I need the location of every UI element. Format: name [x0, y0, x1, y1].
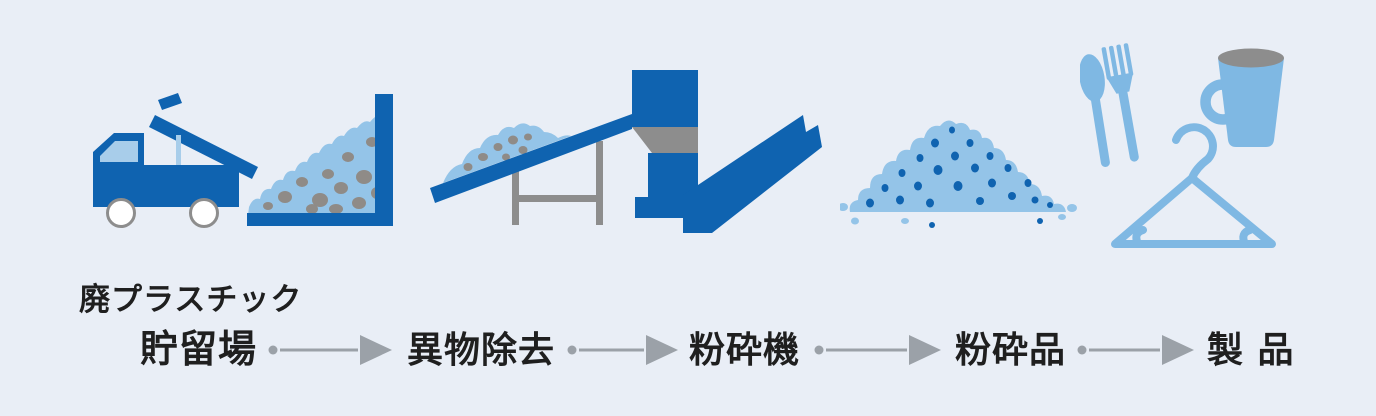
step-label-storage-line1: 廃プラスチック — [79, 282, 303, 318]
crushed-plastic-illustration — [840, 120, 1077, 228]
flow-arrow-1 — [268, 335, 392, 365]
flow-arrow-4 — [1077, 335, 1194, 365]
support-frame-icon — [512, 141, 603, 225]
step-label-crusher: 粉砕機 — [689, 330, 801, 371]
spoon-icon — [1080, 54, 1110, 167]
stray-flakes — [840, 203, 1077, 225]
crusher-grinder — [632, 127, 698, 153]
storage-illustration — [93, 93, 393, 228]
dump-truck-icon — [93, 93, 258, 228]
mug-opening — [1218, 48, 1284, 68]
truck-wheel — [189, 198, 219, 228]
removal-crusher-illustration — [430, 70, 822, 233]
inclined-conveyor-icon — [430, 114, 632, 203]
arrow-head — [646, 335, 678, 365]
crusher-chute — [648, 153, 698, 197]
fork-icon — [1101, 43, 1139, 162]
crushed-plastic-pile-icon — [840, 120, 1077, 228]
step-label-crushed-product: 粉砕品 — [955, 330, 1067, 371]
arrow-dot — [814, 345, 824, 355]
arrow-head — [360, 335, 392, 365]
arrow-head — [1162, 335, 1194, 365]
arrow-head — [909, 335, 941, 365]
arrow-dot — [567, 345, 577, 355]
waste-plastic-pile-icon — [248, 111, 393, 215]
plastic-flecks — [866, 126, 1053, 228]
flow-arrow-3 — [814, 335, 941, 365]
retaining-wall-icon — [247, 94, 393, 226]
arrow-dot — [1077, 345, 1087, 355]
products-illustration — [1080, 43, 1284, 248]
flow-arrow-2 — [567, 335, 678, 365]
step-label-storage-line2: 貯留場 — [140, 327, 258, 371]
hanger-icon — [1111, 123, 1276, 248]
step-label-product: 製 品 — [1207, 330, 1295, 371]
discharge-conveyor-icon — [683, 115, 822, 233]
truck-wheel — [106, 198, 136, 228]
mug-icon — [1200, 48, 1284, 147]
step-label-foreign-matter-removal: 異物除去 — [407, 330, 556, 371]
crusher-hopper — [632, 70, 698, 127]
arrow-dot — [268, 345, 278, 355]
